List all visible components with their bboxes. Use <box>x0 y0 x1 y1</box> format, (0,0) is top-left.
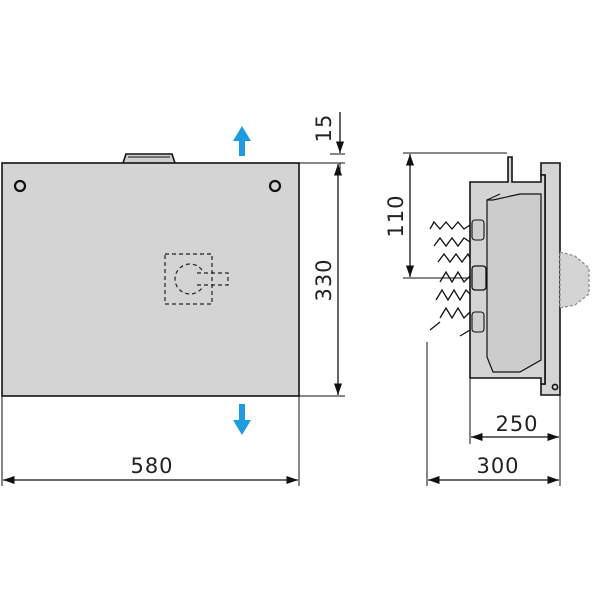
depth-body-label: 250 <box>495 412 538 436</box>
side-offset-label: 110 <box>384 194 408 237</box>
top-gap-label: 15 <box>312 114 336 143</box>
arrow-up-icon <box>233 126 251 156</box>
dimension-side-offset: 110 <box>384 152 507 279</box>
side-view <box>429 156 590 396</box>
front-latch <box>471 265 487 291</box>
dimension-width-front: 580 <box>1 396 300 486</box>
dimension-top-gap: 15 <box>312 112 345 172</box>
dimension-height-front: 330 <box>299 162 345 397</box>
width-front-label: 580 <box>130 454 173 478</box>
arrow-down-icon <box>233 404 251 435</box>
dimension-depth-body: 250 <box>469 378 561 486</box>
enclosure-front <box>1 162 300 397</box>
mounting-hole-left <box>13 179 27 193</box>
mounting-hole-right <box>268 179 282 193</box>
top-handle <box>122 153 176 164</box>
height-front-label: 330 <box>312 258 336 301</box>
dimension-depth-total: 300 <box>426 342 559 486</box>
depth-total-label: 300 <box>476 454 519 478</box>
rotary-handle-icon <box>164 253 229 305</box>
front-view <box>1 153 300 397</box>
rear-handle-knob <box>559 251 590 309</box>
cable-terminals <box>429 220 471 337</box>
